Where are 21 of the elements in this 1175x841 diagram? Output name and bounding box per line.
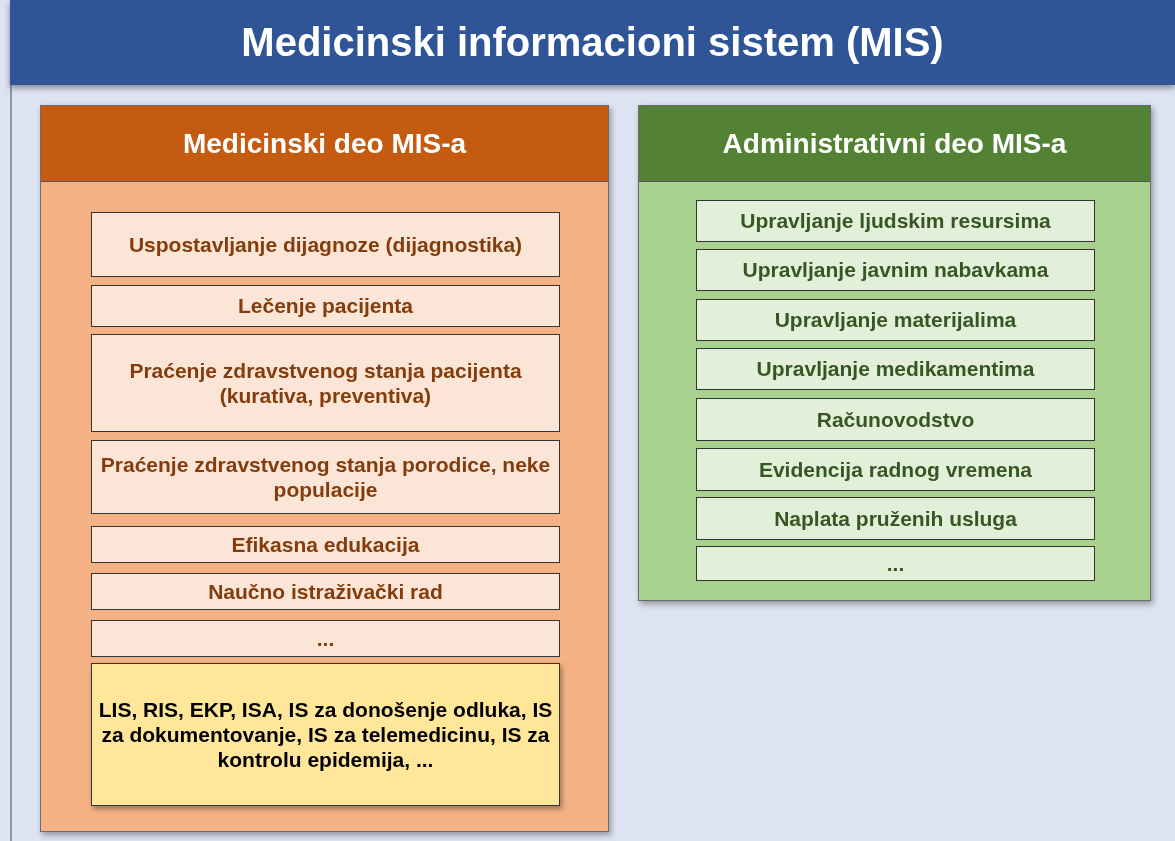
function-box: Naplata pruženih usluga: [696, 497, 1095, 540]
summary-box: LIS, RIS, EKP, ISA, IS za donošenje odluka, IS za dokumentovanje, IS za telemedicinu, IS za kontrolu epidemija, ...: [91, 663, 560, 806]
section-header: Medicinski deo MIS-a: [41, 106, 608, 182]
function-box: ...: [91, 620, 560, 657]
function-box: Evidencija radnog vremena: [696, 448, 1095, 491]
function-box: Upravljanje ljudskim resursima: [696, 200, 1095, 242]
function-box: Efikasna edukacija: [91, 526, 560, 563]
function-box: ...: [696, 546, 1095, 581]
section-panel: [40, 105, 609, 832]
function-box: Upravljanje materijalima: [696, 299, 1095, 341]
section-header: Administrativni deo MIS-a: [639, 106, 1150, 182]
function-box: Lečenje pacijenta: [91, 285, 560, 327]
function-box: Upravljanje javnim nabavkama: [696, 249, 1095, 291]
function-box: Upravljanje medikamentima: [696, 348, 1095, 390]
function-box: Praćenje zdravstvenog stanja pacijenta (kurativa, preventiva): [91, 334, 560, 432]
function-box: Naučno istraživački rad: [91, 573, 560, 610]
function-box: Praćenje zdravstvenog stanja porodice, neke populacije: [91, 440, 560, 514]
section-panel: [638, 105, 1151, 601]
title-bar: Medicinski informacioni sistem (MIS): [10, 0, 1175, 85]
function-box: Uspostavljanje dijagnoze (dijagnostika): [91, 212, 560, 277]
function-box: Računovodstvo: [696, 398, 1095, 441]
